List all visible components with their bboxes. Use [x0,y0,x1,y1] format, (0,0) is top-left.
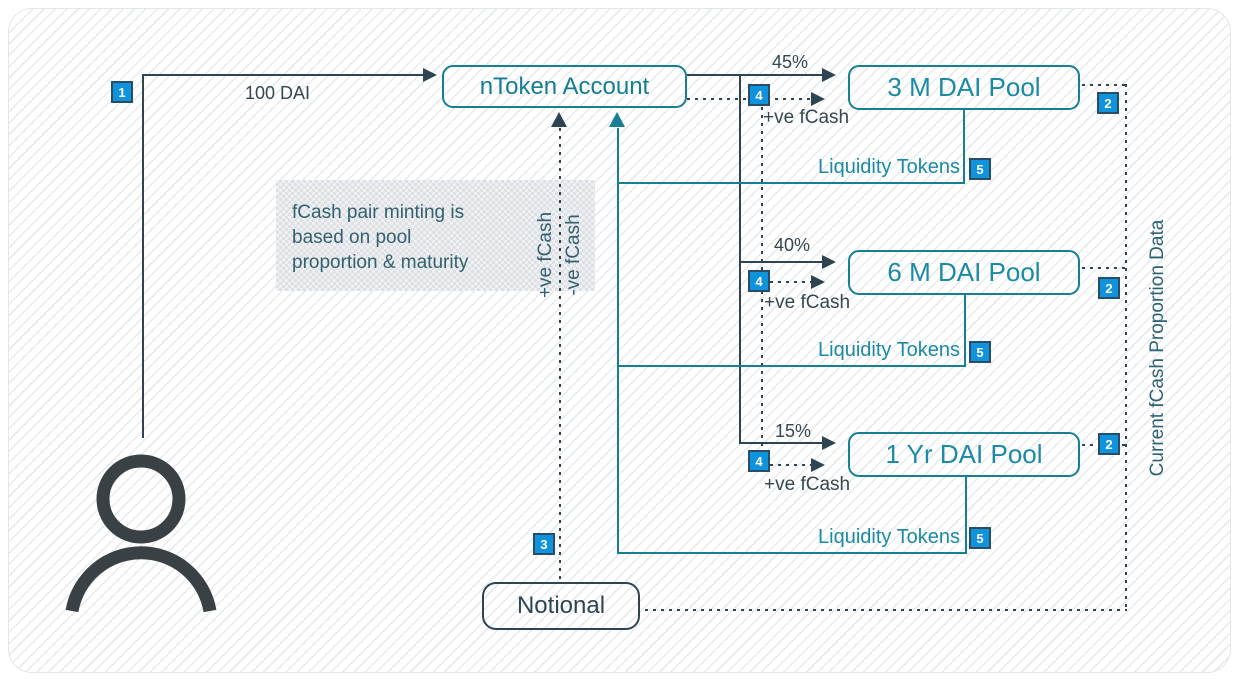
liquidity-drop-1yr [965,477,967,554]
notional-to-ntoken-arrowhead [551,112,567,127]
step-badge-5-1yr: 5 [969,527,991,549]
data-loop-vertical [1125,84,1127,610]
branch-line-3m [687,74,824,76]
liquidity-label-3m: Liquidity Tokens [818,156,960,178]
pool-box-1yr: 1 Yr DAI Pool [848,432,1080,477]
user-person-icon [65,454,217,613]
liquidity-drop-3m [963,110,965,184]
deposit-arrowhead [423,68,437,82]
branch-arrowhead-3m [822,68,836,82]
fcash-label-6m: +ve fCash [764,292,851,313]
liquidity-drop-6m [964,295,966,367]
ntoken-account-box: nToken Account [442,65,687,108]
liquidity-label-1yr: Liquidity Tokens [818,526,960,548]
branch-arrowhead-6m [822,255,836,269]
liquidity-return-1yr [617,552,967,554]
fcash-label-3m: +ve fCash [763,107,850,128]
step-badge-2-6m: 2 [1098,277,1120,299]
notional-label: Notional [516,592,606,619]
liquidity-return-6m [617,365,966,367]
fcash-dotted-line-1yr [762,464,812,466]
step-badge-5-6m: 5 [969,341,991,363]
current-fcash-proportion-label: Current fCash Proportion Data [1147,219,1168,477]
fcash-arrowhead-6m [811,275,825,289]
percent-label-3m: 45% [772,52,809,72]
liquidity-return-arrowhead [609,112,625,127]
deposit-amount-label: 100 DAI [245,83,311,103]
percent-label-1yr: 15% [775,421,812,441]
step-badge-4-1yr: 4 [748,450,770,472]
negative-fcash-vertical-label: -ve fCash [563,214,584,296]
pool-box-3m: 3 M DAI Pool [848,65,1080,110]
branch-arrowhead-1yr [822,436,836,450]
actor-deposit-line-horizontal [142,74,424,76]
fcash-dotted-line-6m [762,281,812,283]
branch-line-6m [739,261,824,263]
step-badge-4-6m: 4 [748,270,770,292]
notional-to-ntoken-dotted-line [559,128,561,582]
ntoken-account-label: nToken Account [479,72,650,100]
liquidity-label-6m: Liquidity Tokens [818,339,960,361]
fcash-label-1yr: +ve fCash [764,474,851,495]
pool-box-6m: 6 M DAI Pool [848,250,1080,295]
fcash-arrowhead-3m [811,92,825,106]
notional-box: Notional [482,582,640,630]
step-badge-2-1yr: 2 [1098,433,1120,455]
liquidity-return-3m [617,182,965,184]
step-badge-2-3m: 2 [1097,92,1119,114]
positive-fcash-vertical-label: +ve fCash [535,211,556,299]
branch-line-1yr [739,442,824,444]
actor-deposit-line-vertical [142,74,144,438]
step-badge-1: 1 [111,81,133,103]
percent-label-6m: 40% [774,235,811,255]
step-badge-3: 3 [533,533,555,555]
data-stub-3m [1082,84,1126,86]
branch-trunk-solid [739,74,741,444]
fcash-arrowhead-1yr [811,458,825,472]
step-badge-5-3m: 5 [969,158,991,180]
step-badge-4-3m: 4 [748,84,770,106]
pool-label-3m: 3 M DAI Pool [887,72,1041,102]
data-stub-6m [1082,267,1126,269]
note-box: fCash pair minting is based on pool prop… [276,180,595,291]
liquidity-return-trunk-line [617,128,619,553]
data-loop-bottom [645,609,1127,611]
pool-label-1yr: 1 Yr DAI Pool [885,439,1043,469]
note-text: fCash pair minting is based on pool prop… [292,202,469,273]
pool-label-6m: 6 M DAI Pool [887,257,1041,287]
